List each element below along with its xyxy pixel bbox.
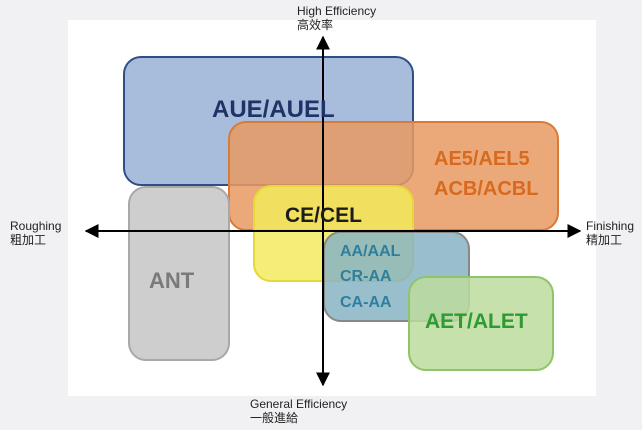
- axis-label-top-en: High Efficiency: [297, 4, 377, 18]
- label-ant: ANT: [149, 268, 195, 293]
- axis-label-bottom: General Efficiency 一般進給: [250, 397, 347, 425]
- axis-label-right-zh: 精加工: [586, 233, 623, 247]
- region-ant: [128, 186, 230, 361]
- label-ae5-ael5: AE5/AEL5: [434, 148, 530, 170]
- region-aet-alet: [408, 276, 554, 371]
- axis-label-left: Roughing 粗加工: [10, 219, 61, 247]
- label-ce-cel: CE/CEL: [285, 204, 363, 227]
- axis-label-bottom-zh: 一般進給: [250, 411, 299, 425]
- axis-label-top: High Efficiency 高效率: [297, 4, 376, 32]
- axis-label-right-en: Finishing: [586, 219, 635, 233]
- label-ca-aa: CA-AA: [340, 294, 392, 311]
- label-aet-alet: AET/ALET: [425, 310, 528, 333]
- axis-label-left-zh: 粗加工: [10, 233, 47, 247]
- axis-label-right: Finishing 精加工: [586, 219, 634, 247]
- axis-label-bottom-en: General Efficiency: [250, 397, 348, 411]
- axis-label-left-en: Roughing: [10, 219, 62, 233]
- label-aa-aal: AA/AAL: [340, 243, 401, 260]
- label-acb-acbl: ACB/ACBL: [434, 178, 539, 200]
- axis-label-top-zh: 高效率: [297, 18, 334, 32]
- label-aue-auel: AUE/AUEL: [212, 96, 335, 123]
- label-cr-aa: CR-AA: [340, 268, 392, 285]
